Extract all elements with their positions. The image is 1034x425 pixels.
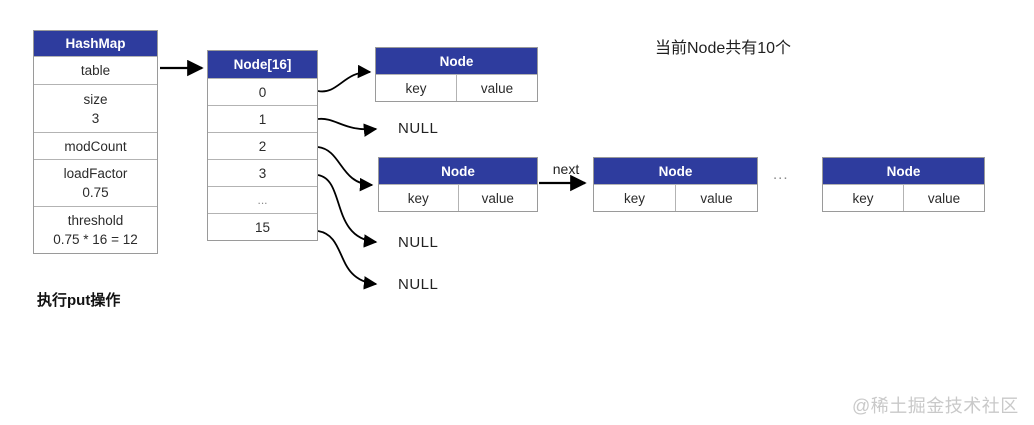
node-box-chain-last: Node key value bbox=[822, 157, 985, 212]
hashmap-box: HashMap table size 3 modCount loadFactor… bbox=[33, 30, 158, 254]
hashmap-field-value: 0.75 bbox=[82, 185, 109, 200]
node-title: Node bbox=[823, 158, 984, 184]
hashmap-title: HashMap bbox=[34, 31, 157, 56]
arrow-slot2-to-chain bbox=[317, 146, 374, 192]
hashmap-row-loadfactor: loadFactor 0.75 bbox=[34, 159, 157, 206]
watermark: @稀土掘金技术社区 bbox=[852, 396, 1019, 416]
node-body: key value bbox=[379, 184, 537, 211]
hashmap-field-value: 0.75 * 16 = 12 bbox=[53, 232, 138, 247]
bucket-array-box: Node[16] 0 1 2 3 ... 15 bbox=[207, 50, 318, 241]
hashmap-row-threshold: threshold 0.75 * 16 = 12 bbox=[34, 206, 157, 253]
node-body: key value bbox=[823, 184, 984, 211]
bucket-slot-2: 2 bbox=[208, 132, 317, 159]
node-key-cell: key bbox=[623, 190, 645, 206]
node-title: Node bbox=[594, 158, 757, 184]
hashmap-field-label: threshold bbox=[67, 213, 124, 228]
node-box-chain-2: Node key value bbox=[593, 157, 758, 212]
arrow-slot15-to-null bbox=[317, 230, 378, 290]
chain-ellipsis: ... bbox=[773, 166, 789, 183]
bucket-slot-3: 3 bbox=[208, 159, 317, 186]
arrow-slot1-to-null bbox=[317, 118, 378, 137]
node-key-cell: key bbox=[852, 190, 874, 206]
hashmap-field-label: modCount bbox=[64, 138, 127, 154]
bucket-array-title: Node[16] bbox=[208, 51, 317, 78]
node-value-cell: value bbox=[457, 185, 538, 211]
node-key-cell: key bbox=[407, 190, 429, 206]
note-put-operation: 执行put操作 bbox=[37, 292, 121, 309]
node-title: Node bbox=[379, 158, 537, 184]
node-value-cell: value bbox=[903, 185, 984, 211]
arrow-slot0-to-node bbox=[317, 64, 372, 93]
node-value-cell: value bbox=[456, 75, 537, 101]
node-value-cell: value bbox=[675, 185, 757, 211]
hashmap-field-label: size bbox=[83, 91, 108, 107]
note-current-node-count: 当前Node共有10个 bbox=[655, 40, 792, 57]
hashmap-row-modcount: modCount bbox=[34, 132, 157, 159]
node-box-chain-1: Node key value bbox=[378, 157, 538, 212]
arrow-slot3-to-null bbox=[317, 174, 378, 248]
hashmap-field-label: table bbox=[80, 63, 111, 78]
bucket-slot-0: 0 bbox=[208, 78, 317, 105]
null-label-0: NULL bbox=[398, 120, 439, 137]
node-key-cell: key bbox=[405, 80, 427, 96]
next-pointer-label: next bbox=[552, 161, 580, 177]
bucket-slot-15: 15 bbox=[208, 213, 317, 240]
bucket-slot-ellipsis: ... bbox=[208, 186, 317, 213]
hashmap-field-value: 3 bbox=[91, 110, 100, 126]
hashmap-field-label: loadFactor bbox=[63, 166, 128, 181]
null-label-1: NULL bbox=[398, 234, 439, 251]
bucket-slot-1: 1 bbox=[208, 105, 317, 132]
node-body: key value bbox=[376, 74, 537, 101]
hashmap-row-size: size 3 bbox=[34, 84, 157, 132]
hashmap-row-table: table bbox=[34, 56, 157, 84]
node-body: key value bbox=[594, 184, 757, 211]
node-box-bucket0: Node key value bbox=[375, 47, 538, 102]
null-label-2: NULL bbox=[398, 276, 439, 293]
node-title: Node bbox=[376, 48, 537, 74]
